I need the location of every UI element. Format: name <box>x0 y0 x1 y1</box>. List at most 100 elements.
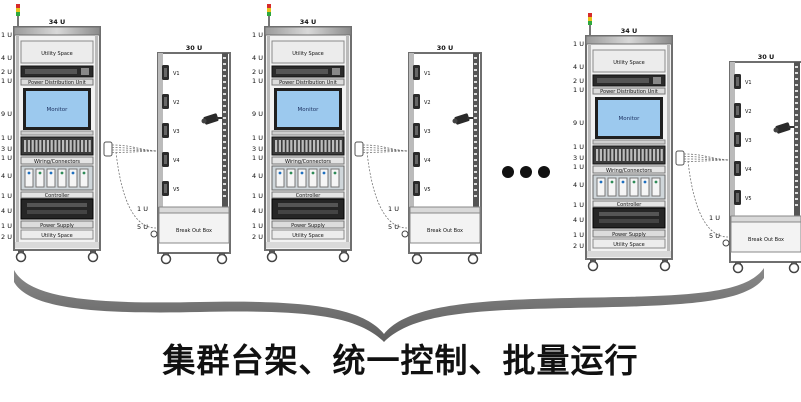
equipment-card <box>308 168 318 188</box>
io-card <box>596 149 599 161</box>
utility-bottom-module <box>271 229 345 240</box>
unit-label: 4 U <box>1 54 12 62</box>
slot-label-v3: V3 <box>745 138 752 144</box>
unit-label: 2 U <box>252 68 263 76</box>
station-1: 34 U1 U4 U2 U1 U9 U1 U3 U1 U4 U1 U4 U1 U… <box>1 4 231 265</box>
breakout-label: Break Out Box <box>427 228 463 234</box>
beacon-red <box>267 4 271 8</box>
power-supply-label: Power Supply <box>40 223 74 229</box>
power-supply-label: Power Supply <box>291 223 325 229</box>
rack-wheel-mount <box>662 259 668 262</box>
rail-hole <box>223 117 226 119</box>
unit-label: 4 U <box>573 216 584 224</box>
io-card <box>324 140 327 152</box>
slot-label-v5: V5 <box>745 196 752 202</box>
rail-hole <box>795 120 798 122</box>
io-card <box>649 149 652 161</box>
rail-hole <box>223 165 226 167</box>
rack-post-left <box>267 35 270 242</box>
slot-label-v2: V2 <box>173 100 180 106</box>
io-card <box>69 140 72 152</box>
slot-module-detail <box>164 184 167 193</box>
rail-hole <box>223 153 226 155</box>
io-card <box>309 140 312 152</box>
controller-vent <box>599 219 659 223</box>
unit-label: 1 U <box>573 86 584 94</box>
unit-label: 1 U <box>252 222 263 230</box>
equipment-card <box>46 168 56 188</box>
monitor-label: Monitor <box>619 116 641 122</box>
unit-label: 2 U <box>252 233 263 241</box>
cable-line <box>362 149 414 152</box>
side-rack-wheel-mount <box>791 262 797 264</box>
rack-wheel <box>587 260 599 272</box>
io-card <box>62 140 65 152</box>
equipment-card <box>68 168 78 188</box>
rail-hole <box>795 204 798 206</box>
power-supply-module <box>20 220 94 229</box>
equipment-led <box>333 171 337 175</box>
wiring-label: Wiring/Connectors <box>34 159 80 165</box>
rail-hole <box>474 75 477 77</box>
equipment-led <box>599 180 603 184</box>
unit-label: 4 U <box>573 181 584 189</box>
cable-line-down <box>687 160 729 238</box>
rail-hole <box>795 114 798 116</box>
rail-hole <box>795 174 798 176</box>
slot-label-v1: V1 <box>173 71 180 77</box>
rail-hole <box>223 99 226 101</box>
rail-hole <box>474 195 477 197</box>
equipment-led <box>322 171 326 175</box>
equipment-card <box>596 177 606 197</box>
side-rack-wheel-mount <box>470 253 476 255</box>
slot-label-v2: V2 <box>424 100 431 106</box>
caption-title: 集群台架、统一控制、批量运行 <box>162 341 639 380</box>
utility-bottom-label: Utility Space <box>613 242 645 248</box>
monitor-shelf <box>271 130 345 136</box>
unit-label: 4 U <box>573 63 584 71</box>
beacon-yellow <box>588 17 592 21</box>
io-card <box>301 140 304 152</box>
rail-hole <box>474 165 477 167</box>
side-rack-post-left <box>730 62 735 216</box>
equipment-card <box>651 177 661 197</box>
controller-module <box>20 198 94 220</box>
side-unit-label: 1 U <box>137 205 148 213</box>
io-card <box>81 140 84 152</box>
rail-hole <box>223 75 226 77</box>
slot-module-detail <box>164 97 167 106</box>
rail-hole <box>795 84 798 86</box>
rail-hole <box>223 57 226 59</box>
equipment-card <box>640 177 650 197</box>
io-card <box>626 149 629 161</box>
breakout-top <box>409 206 481 214</box>
slot-module-detail <box>415 126 418 135</box>
slot-module-detail <box>164 68 167 77</box>
io-card <box>43 140 46 152</box>
rail-hole <box>223 183 226 185</box>
rail-hole <box>795 150 798 152</box>
sensor-loop <box>722 239 730 247</box>
rail-hole <box>795 180 798 182</box>
io-card <box>275 140 278 152</box>
rail-hole <box>795 138 798 140</box>
monitor-screen <box>277 91 339 127</box>
io-card <box>278 140 281 152</box>
controller-vent <box>278 210 338 214</box>
rack-post-right <box>95 35 98 242</box>
equipment-led <box>49 171 53 175</box>
equipment-led <box>289 171 293 175</box>
cable-line <box>683 159 735 162</box>
rail-hole <box>795 144 798 146</box>
side-rack-height-label: 30 U <box>437 44 454 52</box>
rail-hole <box>474 123 477 125</box>
equipment-led <box>71 171 75 175</box>
io-card <box>58 140 61 152</box>
rail-hole <box>795 78 798 80</box>
rail-hole <box>795 90 798 92</box>
drawer-slot <box>25 69 77 74</box>
unit-label: 9 U <box>252 110 263 118</box>
unit-label: 1 U <box>252 31 263 39</box>
